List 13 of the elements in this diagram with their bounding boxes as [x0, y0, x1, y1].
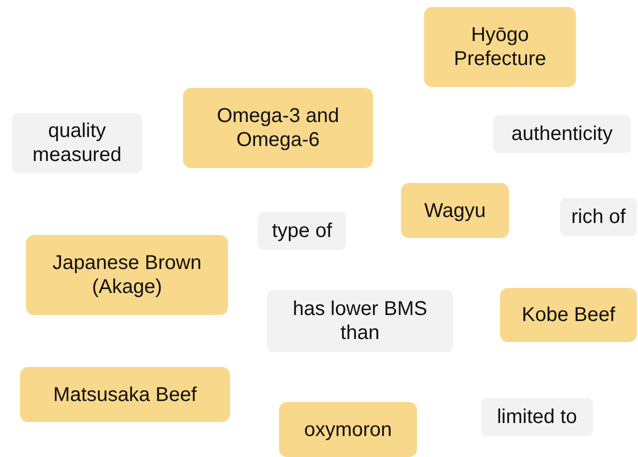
concept-box: Matsusaka Beef: [20, 367, 230, 422]
relation-label: type of: [258, 212, 346, 250]
concept-box: oxymoron: [279, 402, 417, 457]
relation-label: quality measured: [12, 113, 142, 173]
relation-label: authenticity: [493, 115, 631, 153]
concept-box: Hyōgo Prefecture: [424, 7, 576, 87]
concept-box: Kobe Beef: [500, 288, 637, 342]
relation-label: has lower BMS than: [267, 290, 453, 352]
concept-box: Japanese Brown (Akage): [26, 235, 228, 315]
relation-label: rich of: [560, 198, 637, 236]
relation-label: limited to: [481, 398, 593, 436]
concept-box: Omega-3 and Omega-6: [183, 88, 373, 168]
concept-box: Wagyu: [401, 183, 509, 238]
